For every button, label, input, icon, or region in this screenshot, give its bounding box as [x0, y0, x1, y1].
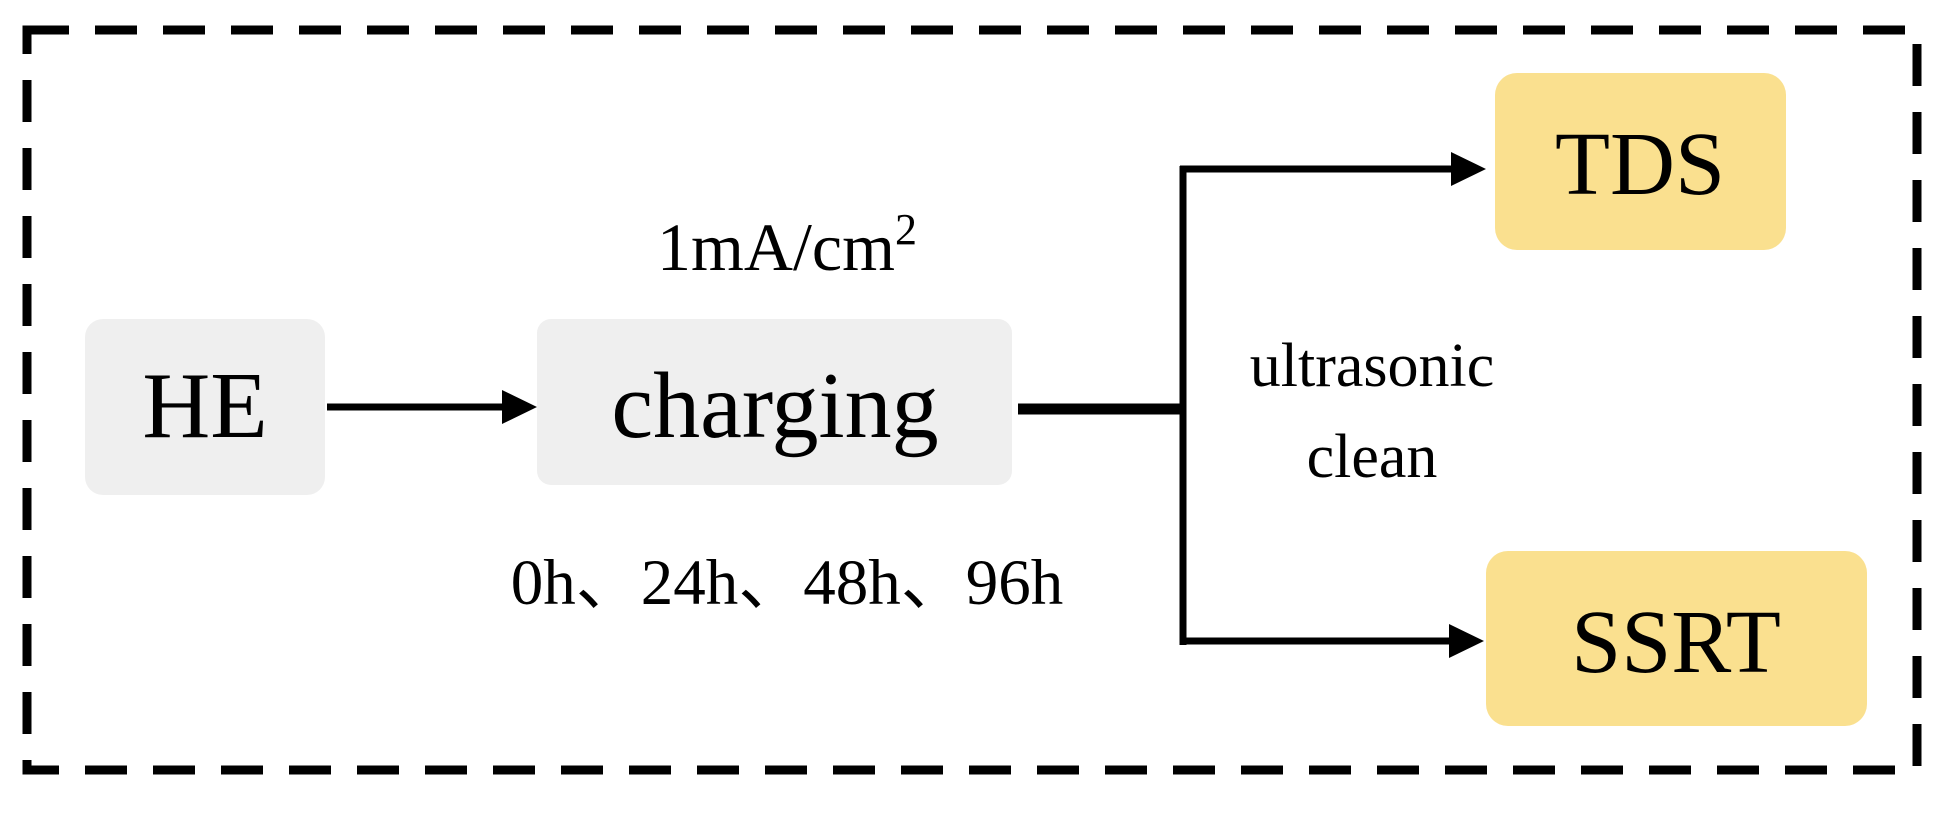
current-density-superscript: 2 [895, 205, 917, 254]
tds-node: TDS [1495, 73, 1786, 250]
current-density-text: 1mA/cm [657, 209, 895, 285]
process-label-line1: ultrasonic [1250, 332, 1495, 400]
branch-connector [1018, 166, 1187, 645]
tds-box [1495, 73, 1786, 250]
ssrt-node: SSRT [1486, 551, 1867, 726]
arrow-to-ssrt [1180, 624, 1484, 658]
arrow-he-to-charging [327, 390, 537, 424]
he-box [85, 319, 325, 495]
he-label: HE [142, 354, 267, 458]
process-label-line2: clean [1307, 423, 1438, 491]
current-density-label: 1mA/cm2 [657, 205, 917, 285]
ssrt-label: SSRT [1571, 593, 1781, 692]
charging-label: charging [611, 354, 938, 458]
durations-label: 0h、24h、48h、96h [511, 547, 1064, 619]
he-node: HE [85, 319, 325, 495]
tds-label: TDS [1555, 115, 1725, 214]
arrow-to-tds [1180, 152, 1486, 186]
charging-box [537, 319, 1012, 485]
ssrt-box [1486, 551, 1867, 726]
dashed-frame [22, 25, 1922, 775]
charging-node: charging [537, 319, 1012, 485]
